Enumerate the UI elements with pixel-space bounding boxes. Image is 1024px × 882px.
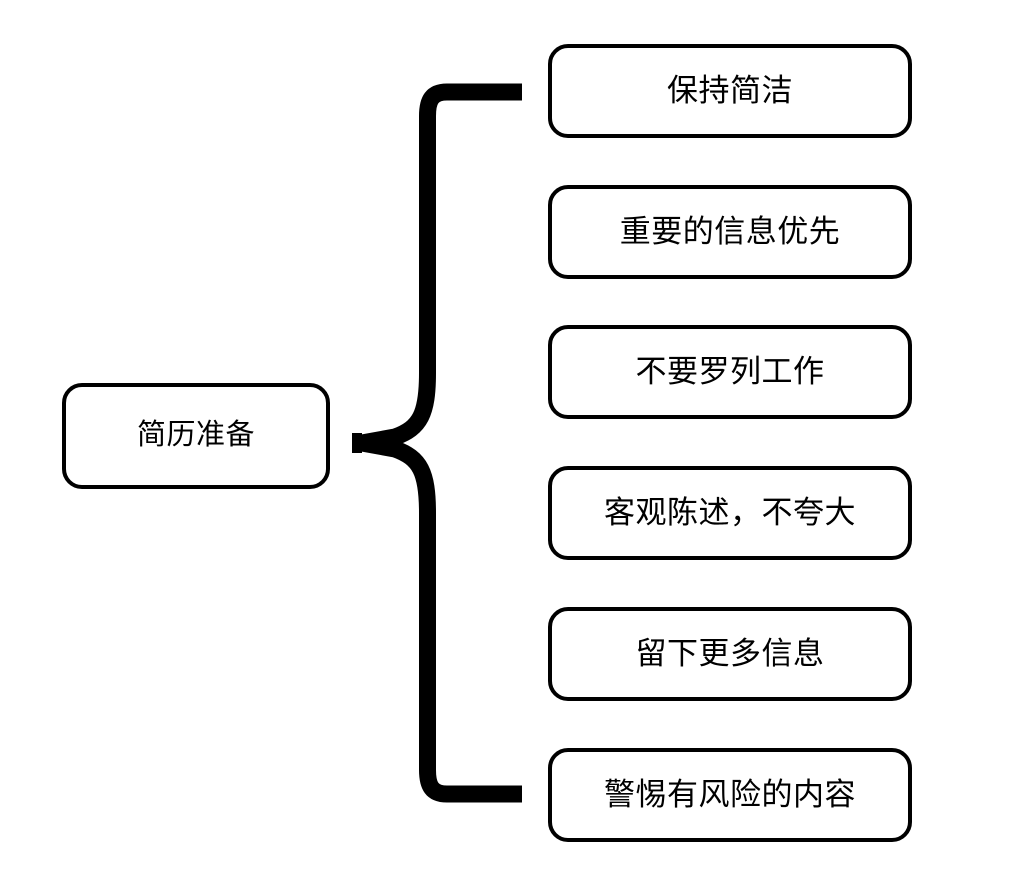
branch-node-1[interactable]: 保持简洁 bbox=[548, 44, 912, 138]
root-node-label: 简历准备 bbox=[136, 419, 255, 452]
root-node[interactable]: 简历准备 bbox=[62, 383, 330, 489]
branch-node-2-label: 重要的信息优先 bbox=[619, 214, 841, 250]
branch-node-6[interactable]: 警惕有风险的内容 bbox=[548, 748, 912, 842]
branch-node-1-label: 保持简洁 bbox=[667, 73, 793, 109]
brace-apex-tip bbox=[352, 433, 362, 453]
brace-path bbox=[353, 83, 522, 803]
branch-node-2[interactable]: 重要的信息优先 bbox=[548, 185, 912, 279]
branch-node-5-label: 留下更多信息 bbox=[635, 636, 825, 672]
branch-node-5[interactable]: 留下更多信息 bbox=[548, 607, 912, 701]
branch-node-3[interactable]: 不要罗列工作 bbox=[548, 325, 912, 419]
branch-node-3-label: 不要罗列工作 bbox=[635, 354, 825, 390]
branch-node-4-label: 客观陈述，不夸大 bbox=[604, 495, 856, 531]
branch-node-4[interactable]: 客观陈述，不夸大 bbox=[548, 466, 912, 560]
branch-node-6-label: 警惕有风险的内容 bbox=[604, 777, 856, 813]
